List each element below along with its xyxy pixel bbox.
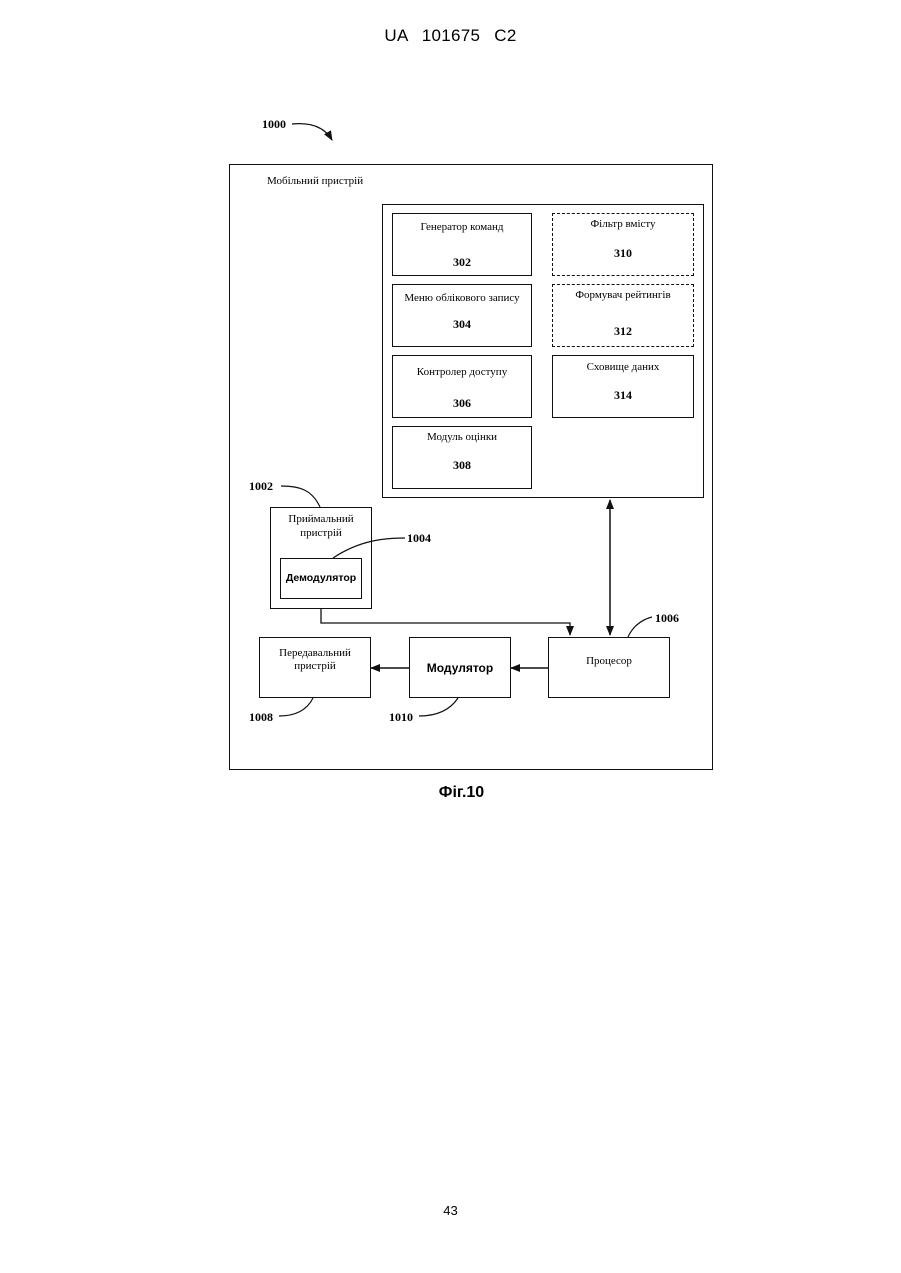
module-access-controller: Контролер доступу 306: [392, 355, 532, 418]
module-command-generator: Генератор команд 302: [392, 213, 532, 276]
receiver-label-line1: Приймальний: [271, 513, 371, 526]
receiver-label-line2: пристрій: [271, 527, 371, 540]
ref-1008: 1008: [249, 710, 273, 725]
module-number: 312: [553, 324, 693, 339]
module-label: Генератор команд: [393, 221, 531, 234]
transmitter-box: Передавальний пристрій: [259, 637, 371, 698]
module-label: Фільтр вмісту: [553, 218, 693, 231]
mobile-device-label: Мобільний пристрій: [267, 175, 363, 187]
module-label: Формувач рейтингів: [553, 289, 693, 302]
module-number: 302: [393, 255, 531, 270]
module-number: 304: [393, 317, 531, 332]
module-content-filter: Фільтр вмісту 310: [552, 213, 694, 276]
ref-1002: 1002: [249, 479, 273, 494]
module-label: Контролер доступу: [393, 366, 531, 379]
transmitter-label-line2: пристрій: [260, 660, 370, 673]
processor-box: Процесор: [548, 637, 670, 698]
transmitter-label-line1: Передавальний: [260, 647, 370, 660]
modulator-box: Модулятор: [409, 637, 511, 698]
module-data-store: Сховище даних 314: [552, 355, 694, 418]
modulator-label: Модулятор: [410, 661, 510, 675]
module-account-menu: Меню облікового запису 304: [392, 284, 532, 347]
module-label: Сховище даних: [553, 361, 693, 374]
ref-1000: 1000: [262, 117, 286, 132]
ref-1000-pointer: [292, 124, 332, 140]
module-number: 306: [393, 396, 531, 411]
demodulator-box: Демодулятор: [280, 558, 362, 599]
demodulator-label: Демодулятор: [281, 572, 361, 584]
module-number: 308: [393, 458, 531, 473]
ref-1006: 1006: [655, 611, 679, 626]
figure-caption: Фіг.10: [0, 784, 901, 802]
module-number: 314: [553, 388, 693, 403]
ref-1010: 1010: [389, 710, 413, 725]
module-rating-builder: Формувач рейтингів 312: [552, 284, 694, 347]
module-number: 310: [553, 246, 693, 261]
processor-label: Процесор: [549, 655, 669, 668]
module-evaluation: Модуль оцінки 308: [392, 426, 532, 489]
module-label: Модуль оцінки: [393, 431, 531, 444]
ref-1004: 1004: [407, 531, 431, 546]
page-number: 43: [0, 1203, 901, 1218]
module-label: Меню облікового запису: [393, 292, 531, 305]
